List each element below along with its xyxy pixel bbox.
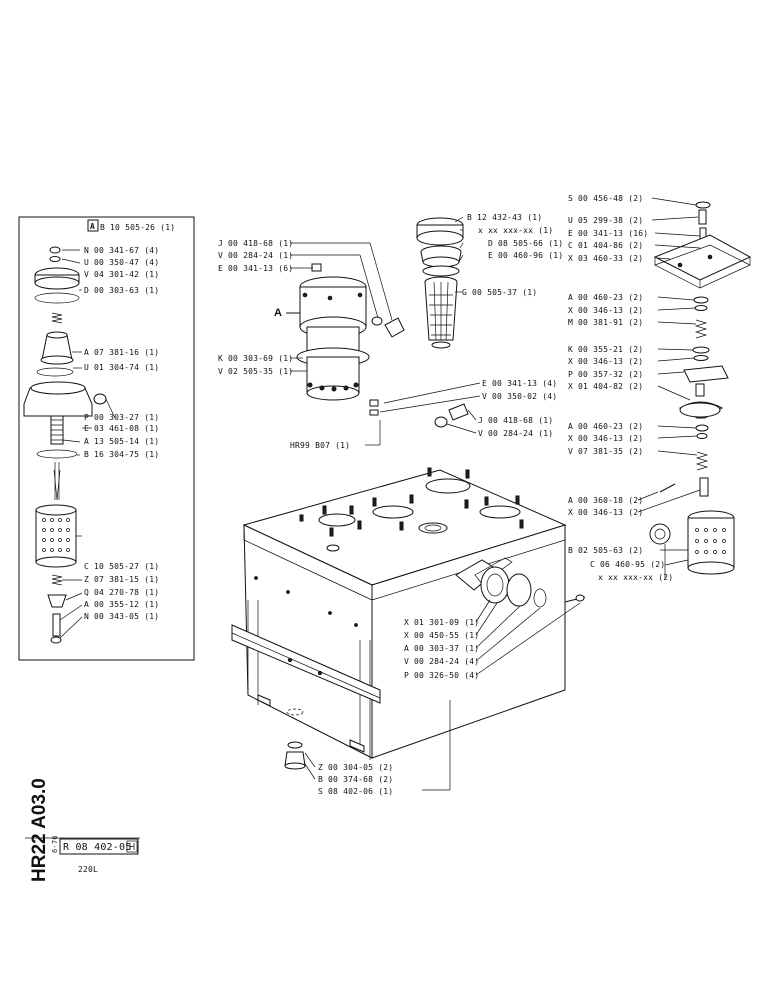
breather-strainer	[416, 217, 469, 428]
part-label: C 06 460-95 (2)	[590, 560, 665, 569]
part-label: D 00 303-63 (1)	[84, 286, 159, 295]
model-title: HR22 A03.0	[29, 778, 50, 882]
part-label: x xx xxx-xx (2)	[598, 573, 673, 582]
part-label: x xx xxx-xx (1)	[478, 226, 553, 235]
part-label: J 00 418-68 (1)	[218, 239, 293, 248]
part-label: K 00 355-21 (2)	[568, 345, 643, 354]
part-label: A 00 460-23 (2)	[568, 293, 643, 302]
revision-date: 6-76	[51, 835, 59, 853]
assembly-callout-A: A	[274, 307, 282, 319]
part-label: X 00 346-13 (2)	[568, 434, 643, 443]
part-label: X 00 450-55 (1)	[404, 631, 479, 640]
part-label: U 00 350-47 (4)	[84, 258, 159, 267]
part-label: U 05 299-38 (2)	[568, 216, 643, 225]
part-label: X 00 346-13 (2)	[568, 357, 643, 366]
part-label: B 16 304-75 (1)	[84, 450, 159, 459]
part-label: U 01 304-74 (1)	[84, 363, 159, 372]
part-label: Z 07 381-15 (1)	[84, 575, 159, 584]
left-part-labels: B 10 505-26 (1) N 00 341-67 (4) U 00 350…	[84, 223, 175, 621]
part-label: B 12 432-43 (1)	[467, 213, 542, 222]
right-valve-stack	[649, 201, 752, 575]
part-label: E 00 341-13 (6)	[218, 264, 293, 273]
part-label: N 00 341-67 (4)	[84, 246, 159, 255]
part-label: X 03 460-33 (2)	[568, 254, 643, 263]
left-panel-frame	[18, 216, 195, 661]
part-label: A 00 360-18 (2)	[568, 496, 643, 505]
part-label: X 01 404-82 (2)	[568, 382, 643, 391]
part-label: A 00 303-37 (1)	[404, 644, 479, 653]
part-label: P 00 357-32 (2)	[568, 370, 643, 379]
part-label: HR99 B07 (1)	[290, 441, 350, 450]
drawing-number: R 08 402-05	[63, 842, 131, 853]
part-label: V 02 505-35 (1)	[218, 367, 293, 376]
part-label: D 08 505-66 (1)	[488, 239, 563, 248]
part-label: E 00 341-13 (16)	[568, 229, 648, 238]
part-label: S 00 456-48 (2)	[568, 194, 643, 203]
part-label: V 04 301-42 (1)	[84, 270, 159, 279]
part-label: A 07 381-16 (1)	[84, 348, 159, 357]
callout-box-A	[87, 219, 99, 232]
part-label: A 13 505-14 (1)	[84, 437, 159, 446]
part-label: J 00 418-68 (1)	[478, 416, 553, 425]
part-label: V 00 284-24 (1)	[218, 251, 293, 260]
title-block: HR22 A03.0 6-76 R 08 402-05 220L	[25, 778, 140, 882]
revision-mark-icon	[129, 843, 135, 850]
center-part-labels: J 00 418-68 (1) V 00 284-24 (1) E 00 341…	[218, 213, 563, 450]
filter-assembly-A	[296, 263, 405, 416]
part-label: Z 00 304-05 (2)	[318, 763, 393, 772]
part-label: A 00 355-12 (1)	[84, 600, 159, 609]
part-label: V 07 381-35 (2)	[568, 447, 643, 456]
part-label: E 00 460-96 (1)	[488, 251, 563, 260]
part-label: V 00 284-24 (4)	[404, 657, 479, 666]
part-label: M 00 381-91 (2)	[568, 318, 643, 327]
tank-capacity-caption: 220L	[78, 865, 98, 874]
side-cover-assembly	[455, 557, 586, 608]
part-label: E 00 341-13 (4)	[482, 379, 557, 388]
part-label: X 00 346-13 (2)	[568, 508, 643, 517]
hydraulic-tank	[231, 467, 567, 760]
left-exploded-filter	[23, 246, 107, 644]
part-label: P 00 303-27 (1)	[84, 413, 159, 422]
right-part-labels: S 00 456-48 (2) U 05 299-38 (2) E 00 341…	[568, 194, 673, 582]
part-label: C 10 505-27 (1)	[84, 562, 159, 571]
part-label: V 00 284-24 (1)	[478, 429, 553, 438]
part-label: E 03 461-08 (1)	[84, 424, 159, 433]
part-label: P 00 326-50 (4)	[404, 671, 479, 680]
part-label: A 00 460-23 (2)	[568, 422, 643, 431]
part-label: N 00 343-05 (1)	[84, 612, 159, 621]
leader-lines	[290, 197, 701, 791]
part-label: B 02 505-63 (2)	[568, 546, 643, 555]
part-label: X 01 301-09 (1)	[404, 618, 479, 627]
drawing-number-box	[59, 838, 139, 855]
part-label: C 01 404-86 (2)	[568, 241, 643, 250]
part-label: B 00 374-68 (2)	[318, 775, 393, 784]
part-label: X 00 346-13 (2)	[568, 306, 643, 315]
drain-plug	[284, 741, 306, 770]
part-label: Q 04 270-78 (1)	[84, 588, 159, 597]
part-label: G 00 505-37 (1)	[462, 288, 537, 297]
callout-box-letter: A	[90, 222, 95, 231]
bottom-part-labels: X 01 301-09 (1) X 00 450-55 (1) A 00 303…	[318, 618, 479, 796]
part-label: V 00 350-02 (4)	[482, 392, 557, 401]
left-leaders	[59, 249, 116, 639]
part-label: S 08 402-06 (1)	[318, 787, 393, 796]
part-label: K 00 303-69 (1)	[218, 354, 293, 363]
part-label: B 10 505-26 (1)	[100, 223, 175, 232]
